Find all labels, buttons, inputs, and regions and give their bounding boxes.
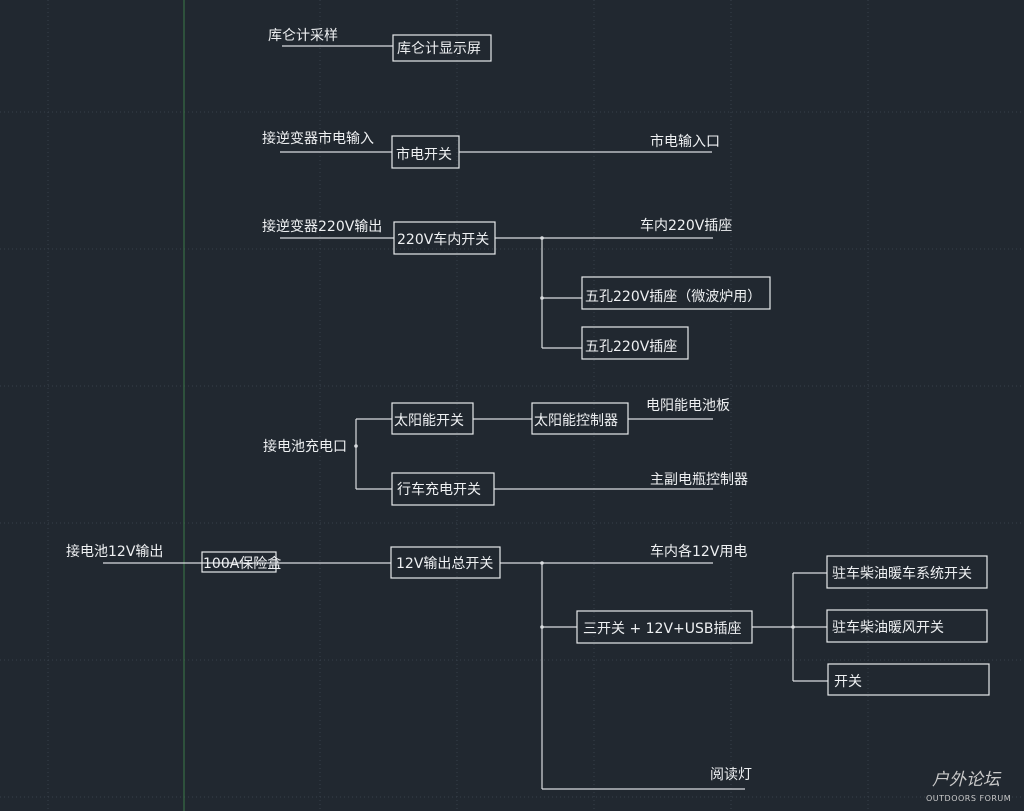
inverter-220v-output-label: 接逆变器220V输出: [262, 218, 382, 235]
triple-switch-usb-box: [576, 610, 753, 644]
socket-5hole-microwave-box: [581, 276, 771, 310]
mains-inlet-label: 市电输入口: [650, 133, 720, 150]
boxes: [201, 34, 990, 696]
socket-5hole-label: 五孔220V插座: [585, 339, 677, 355]
switch-220v-interior-label: 220V车内开关: [397, 231, 489, 248]
socket-5hole-microwave-label: 五孔220V插座（微波炉用）: [585, 289, 761, 305]
heater-fan-switch-box: [826, 609, 988, 643]
solar-controller-box: [531, 402, 629, 435]
switch-box: [827, 663, 990, 696]
main-switch-12v-box: [390, 546, 501, 579]
solar-controller-label: 太阳能控制器: [534, 413, 618, 429]
watermark-logo: 户外论坛 OUTDOORS FORUM: [926, 770, 1011, 803]
main-switch-12v-label: 12V输出总开关: [396, 556, 493, 572]
socket-5hole-box: [581, 326, 689, 360]
driving-charge-switch-box: [391, 472, 495, 506]
reading-lamp-label: 阅读灯: [710, 766, 752, 783]
battery-meter-display-box: [392, 34, 492, 62]
battery-meter-display-label: 库仑计显示屏: [397, 41, 481, 57]
battery-charge-port-label: 接电池充电口: [263, 438, 347, 455]
switch-220v-box: [393, 221, 496, 255]
mains-switch-label: 市电开关: [396, 146, 452, 163]
battery-meter-sampling-label: 库仑计采样: [268, 28, 338, 44]
solar-panel-label: 电阳能电池板: [646, 398, 730, 414]
solar-switch-label: 太阳能开关: [394, 413, 464, 429]
fuse-box-100a-label: 100A保险盒: [203, 555, 281, 572]
inverter-mains-input-label: 接逆变器市电输入: [262, 130, 374, 147]
labels: 库仑计采样 库仑计显示屏 接逆变器市电输入 市电开关 市电输入口 接逆变器220…: [66, 28, 972, 783]
dual-battery-controller-label: 主副电瓶控制器: [650, 472, 748, 488]
driving-charge-switch-label: 行车充电开关: [397, 481, 481, 498]
mains-switch-box: [391, 135, 460, 169]
solar-switch-box: [391, 402, 474, 435]
junction-nodes: [354, 236, 795, 629]
heater-system-switch-box: [826, 555, 988, 589]
interior-12v-loads-label: 车内各12V用电: [650, 543, 747, 560]
heater-system-switch-label: 驻车柴油暖车系统开关: [832, 565, 972, 582]
heater-fan-switch-label: 驻车柴油暖风开关: [832, 619, 944, 636]
wires: [103, 45, 828, 790]
switch-label: 开关: [834, 674, 862, 690]
fuse-box-100a-box: [201, 551, 277, 573]
watermark-logo-text: 户外论坛: [932, 770, 1002, 790]
triple-switch-usb-label: 三开关 + 12V+USB插座: [583, 621, 742, 637]
battery-12v-output-label: 接电池12V输出: [66, 543, 163, 560]
socket-220v-interior-label: 车内220V插座: [640, 217, 732, 234]
watermark-tagline: OUTDOORS FORUM: [926, 794, 1011, 803]
